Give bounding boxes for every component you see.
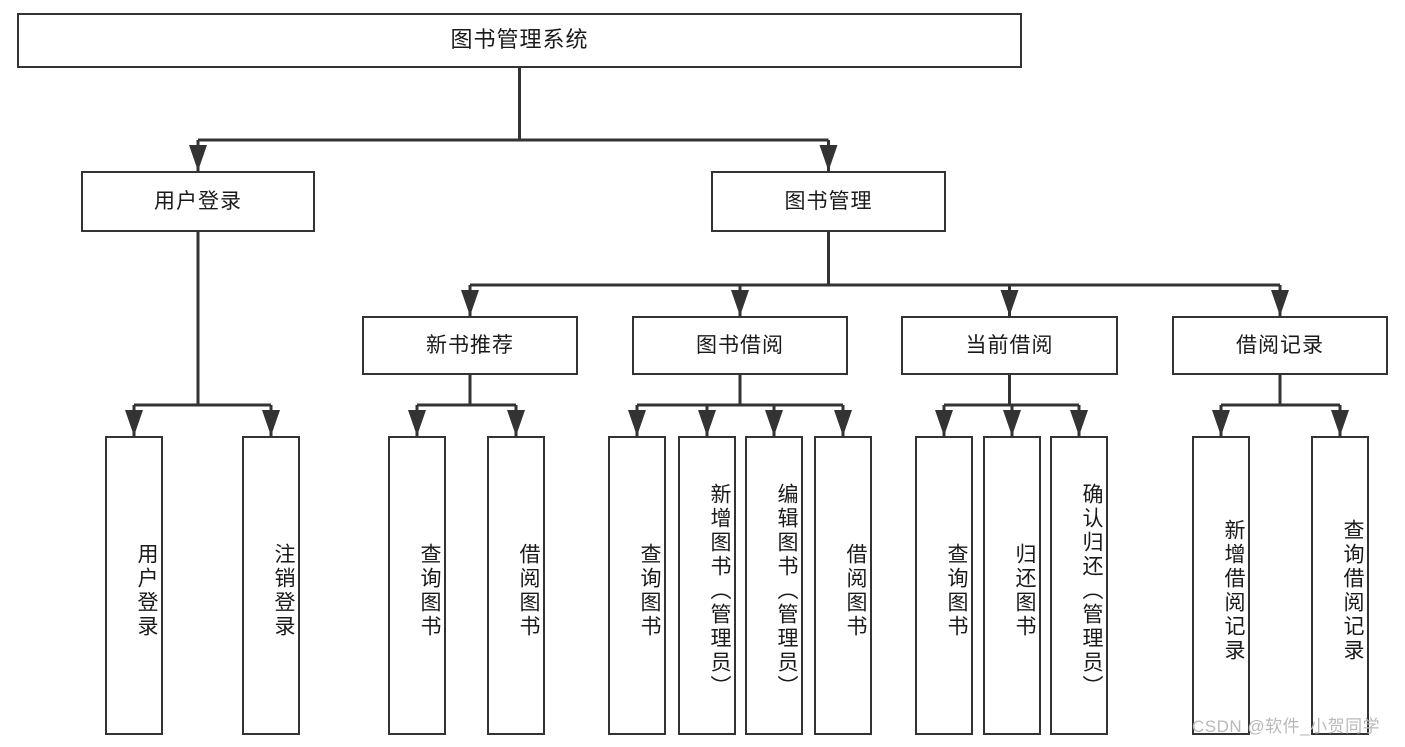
node-label: 当前借阅 — [965, 333, 1054, 357]
arrowhead-icon — [819, 145, 838, 171]
node-leaf-edit-book[interactable]: 编辑图书（管理员） — [745, 436, 803, 735]
node-current-borrow[interactable]: 当前借阅 — [901, 316, 1118, 375]
node-new-book-rec[interactable]: 新书推荐 — [362, 316, 578, 375]
arrowhead-icon — [1331, 410, 1349, 436]
arrowhead-icon — [731, 290, 749, 316]
node-leaf-query-book-2[interactable]: 查询图书 — [608, 436, 666, 735]
node-leaf-borrow-book-1[interactable]: 借阅图书 — [487, 436, 545, 735]
node-label: 新增借阅记录 — [1222, 518, 1245, 663]
node-label: 用户登录 — [135, 542, 158, 639]
node-label: 图书借阅 — [696, 333, 784, 357]
arrowhead-icon — [1212, 410, 1230, 436]
node-book-borrow[interactable]: 图书借阅 — [632, 316, 848, 375]
node-label: 查询图书 — [418, 542, 441, 639]
arrowhead-icon — [408, 410, 426, 436]
node-leaf-query-book-1[interactable]: 查询图书 — [388, 436, 446, 735]
node-label: 查询借阅记录 — [1341, 518, 1364, 663]
watermark-label: CSDN @软件_小贺同学 — [1192, 717, 1381, 736]
arrowhead-icon — [935, 410, 953, 436]
node-label: 编辑图书（管理员） — [775, 482, 798, 699]
node-root[interactable]: 图书管理系统 — [17, 13, 1022, 68]
node-label: 借阅图书 — [517, 542, 540, 639]
node-label: 查询图书 — [945, 542, 968, 639]
arrowhead-icon — [765, 410, 783, 436]
arrowhead-icon — [698, 410, 716, 436]
node-label: 新书推荐 — [426, 333, 514, 357]
arrowhead-icon — [262, 410, 280, 436]
node-label: 图书管理 — [784, 189, 873, 213]
node-label: 图书管理系统 — [450, 27, 589, 53]
node-label: 注销登录 — [272, 542, 295, 639]
node-borrow-record[interactable]: 借阅记录 — [1172, 316, 1388, 375]
node-leaf-return-book[interactable]: 归还图书 — [983, 436, 1041, 735]
node-leaf-add-record[interactable]: 新增借阅记录 — [1192, 436, 1250, 735]
arrowhead-icon — [189, 145, 207, 171]
node-label: 归还图书 — [1013, 542, 1036, 639]
node-leaf-query-record[interactable]: 查询借阅记录 — [1311, 436, 1369, 735]
arrowhead-icon — [461, 290, 479, 316]
arrowhead-icon — [1000, 290, 1019, 316]
node-label: 查询图书 — [638, 542, 661, 639]
arrowhead-icon — [507, 410, 525, 436]
node-user-login[interactable]: 用户登录 — [81, 171, 315, 232]
node-label: 新增图书（管理员） — [708, 482, 731, 699]
node-leaf-user-login[interactable]: 用户登录 — [105, 436, 163, 735]
node-leaf-query-book-3[interactable]: 查询图书 — [915, 436, 973, 735]
node-label: 借阅记录 — [1236, 333, 1324, 357]
arrowhead-icon — [1070, 410, 1088, 436]
node-label: 借阅图书 — [844, 542, 867, 639]
arrowhead-icon — [1003, 410, 1021, 436]
node-leaf-add-book[interactable]: 新增图书（管理员） — [678, 436, 736, 735]
node-label: 确认归还（管理员） — [1080, 482, 1103, 699]
node-leaf-confirm-return[interactable]: 确认归还（管理员） — [1050, 436, 1108, 735]
node-book-manage[interactable]: 图书管理 — [711, 171, 946, 232]
node-label: 用户登录 — [154, 189, 242, 213]
node-leaf-borrow-book-2[interactable]: 借阅图书 — [814, 436, 872, 735]
arrowhead-icon — [628, 410, 646, 436]
arrowhead-icon — [125, 410, 143, 436]
arrowhead-icon — [1271, 290, 1289, 316]
node-leaf-logout[interactable]: 注销登录 — [242, 436, 300, 735]
arrowhead-icon — [834, 410, 852, 436]
